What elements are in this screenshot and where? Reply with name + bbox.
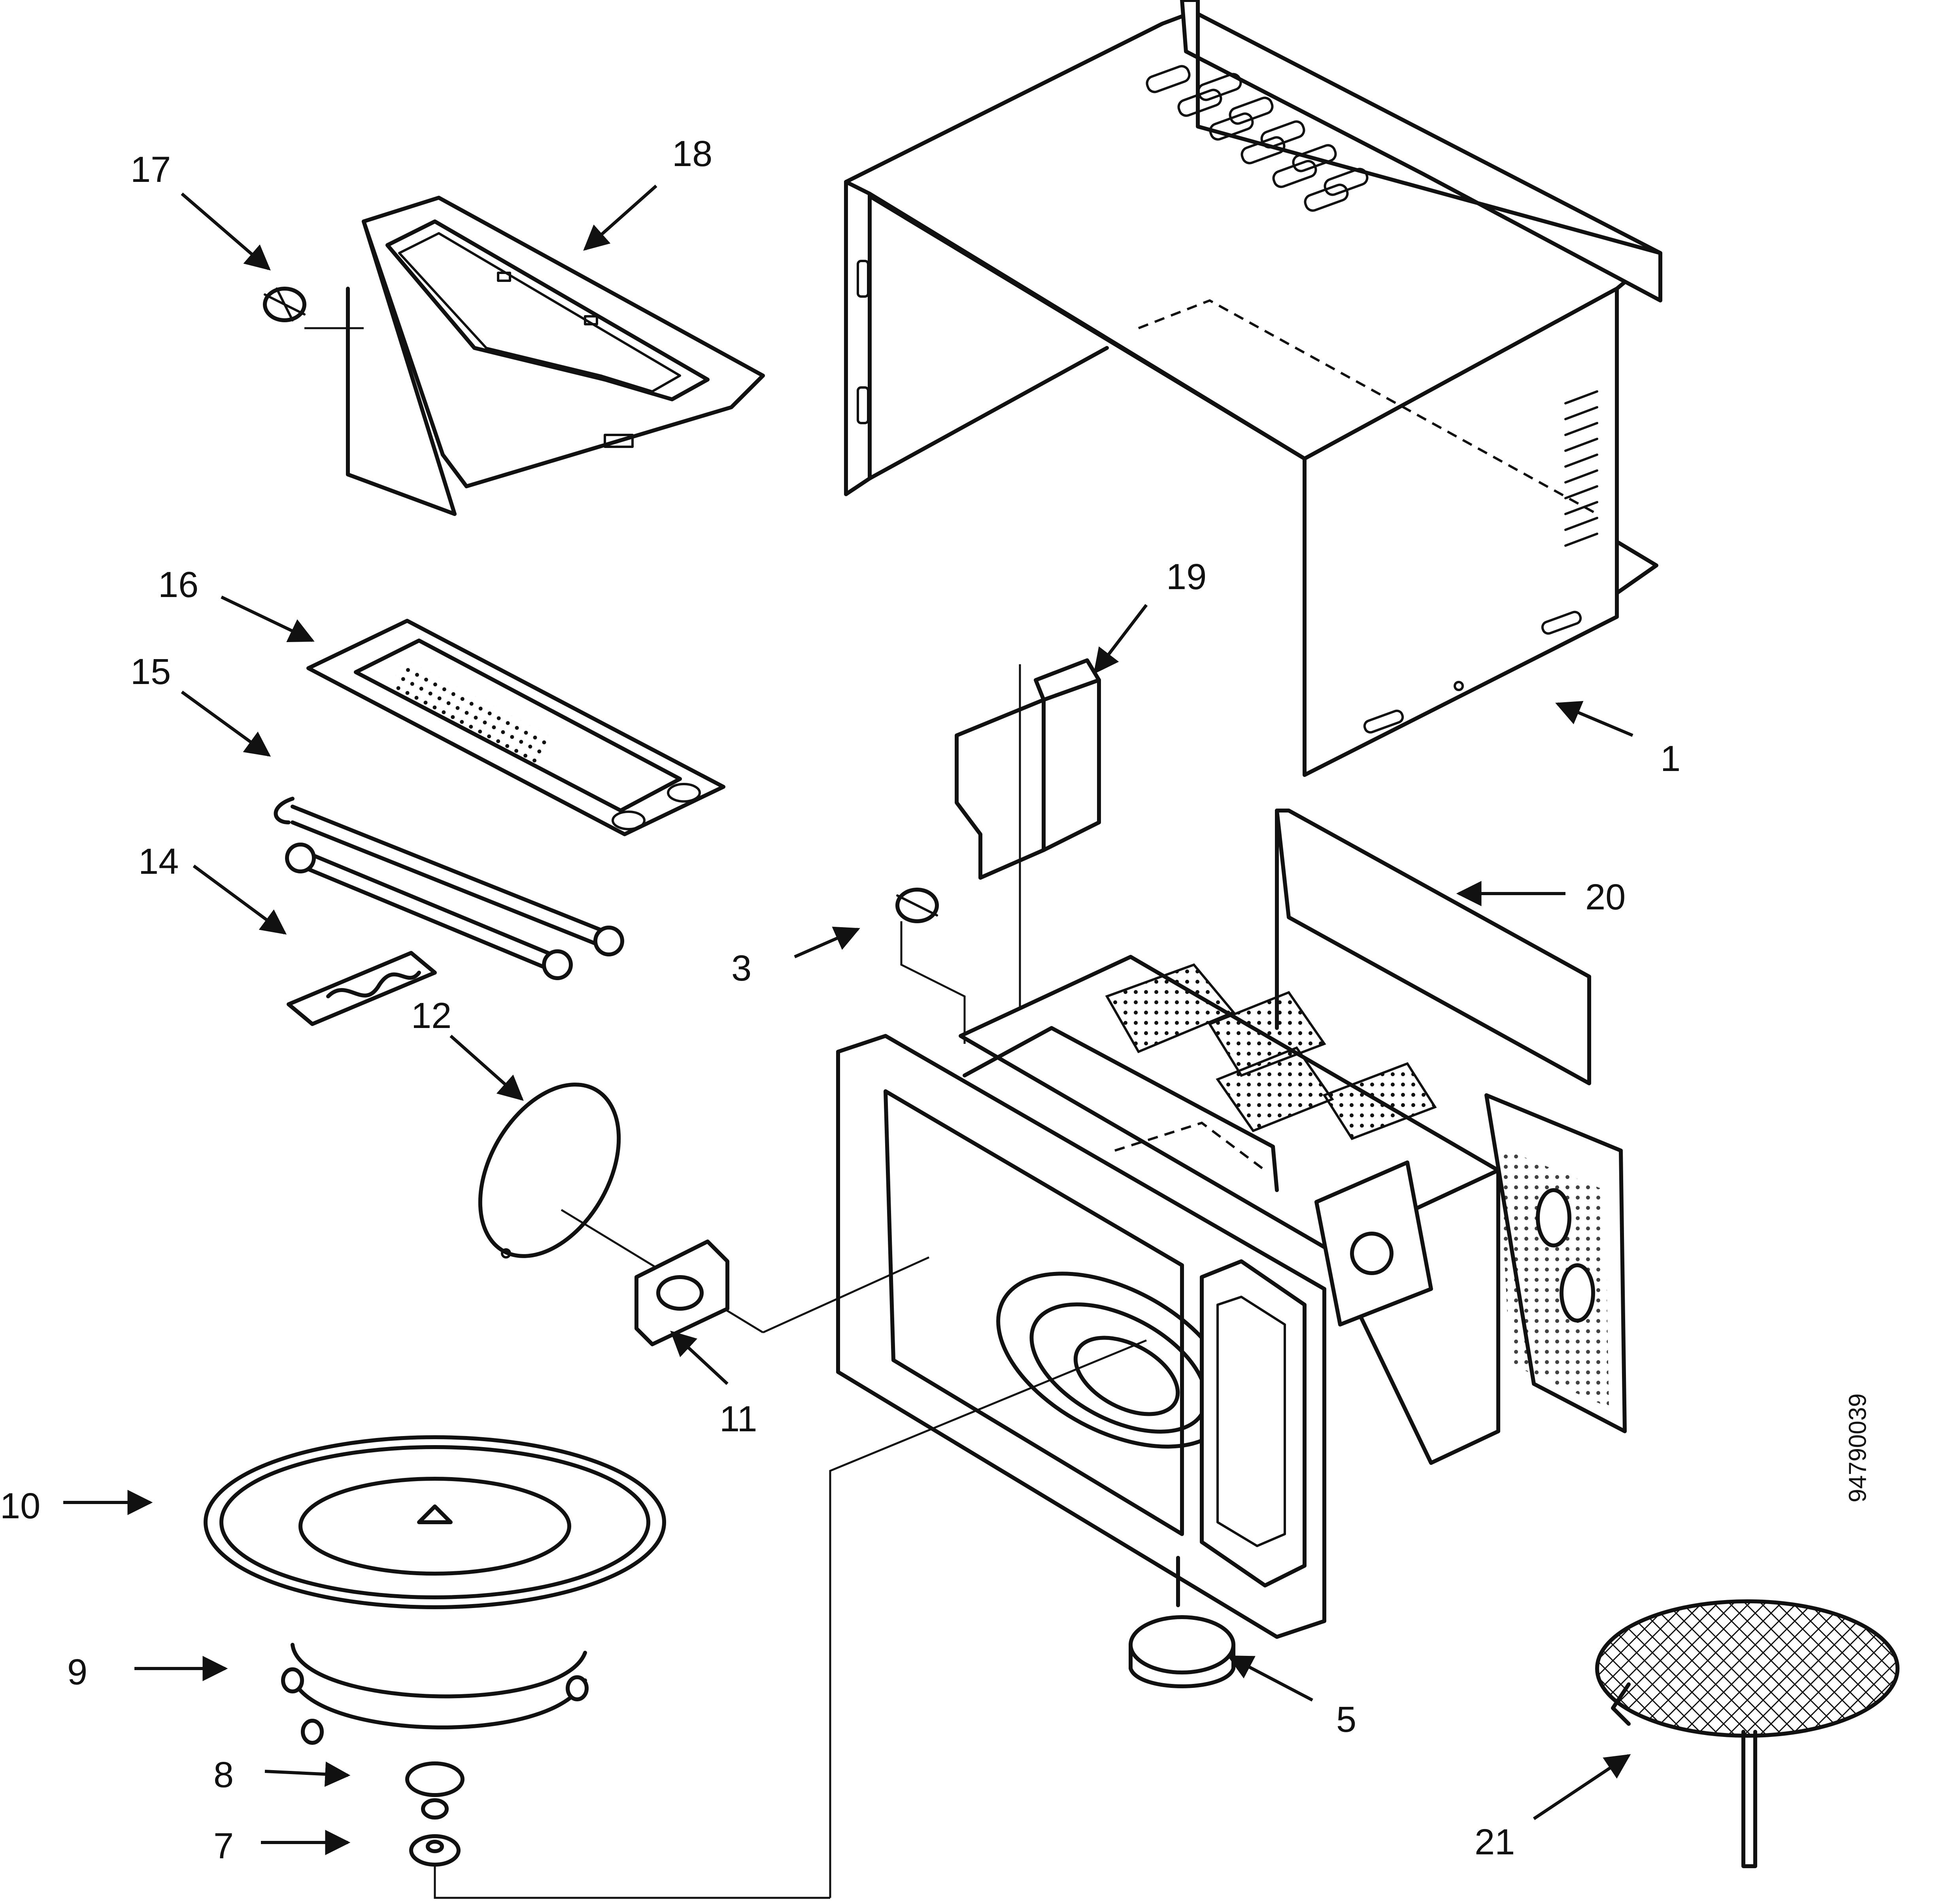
callout-9: 9: [67, 1652, 87, 1692]
document-number: 94790039: [1844, 1393, 1871, 1502]
thermostat-part-3: [895, 888, 966, 1044]
callout-arrows: [63, 185, 1633, 1855]
callout-1: 1: [1660, 739, 1681, 779]
callout-15: 15: [130, 652, 171, 692]
back-plate-part-20: [1275, 809, 1591, 1085]
top-vent-louvers: [1146, 65, 1369, 212]
callout-8: 8: [213, 1755, 234, 1795]
coupler-part-8: [405, 1761, 465, 1820]
washer-part-7: [409, 1339, 1147, 1899]
callout-5: 5: [1336, 1699, 1356, 1740]
heater-cover-part-16: [306, 619, 725, 836]
waveguide-bracket-part-18: [346, 196, 765, 516]
stirrer-cover-part-12: [478, 1083, 764, 1334]
callout-14: 14: [138, 841, 179, 882]
thermostat-part-17: [263, 287, 364, 329]
wire-rack-part-21: [1595, 1599, 1900, 1868]
shield-part-19: [955, 658, 1101, 1036]
heater-bracket-part-14: [287, 951, 437, 1026]
callout-17: 17: [130, 149, 171, 190]
callout-labels: 1 3 5 7 8 9 10 11 12 14 15 16 17 18 19 2…: [0, 134, 1681, 1866]
roller-ring-part-9: [281, 1643, 589, 1745]
side-vent-louvers: [1564, 390, 1598, 547]
callout-19: 19: [1166, 557, 1207, 597]
callout-7: 7: [213, 1826, 234, 1866]
callout-11: 11: [719, 1399, 757, 1439]
callout-3: 3: [731, 948, 752, 988]
stirrer-coupler-part-11: [634, 1240, 930, 1346]
callout-18: 18: [672, 134, 712, 174]
callout-10: 10: [0, 1486, 40, 1526]
callout-20: 20: [1585, 877, 1626, 917]
heater-tube-part-15: [274, 797, 624, 980]
callout-16: 16: [158, 565, 198, 605]
turntable-glass-part-10: [204, 1435, 666, 1609]
oven-cavity-chassis: [836, 955, 1627, 1639]
callout-21: 21: [1475, 1822, 1515, 1862]
callout-12: 12: [411, 996, 451, 1036]
outer-cabinet-part-1: [844, 0, 1662, 777]
